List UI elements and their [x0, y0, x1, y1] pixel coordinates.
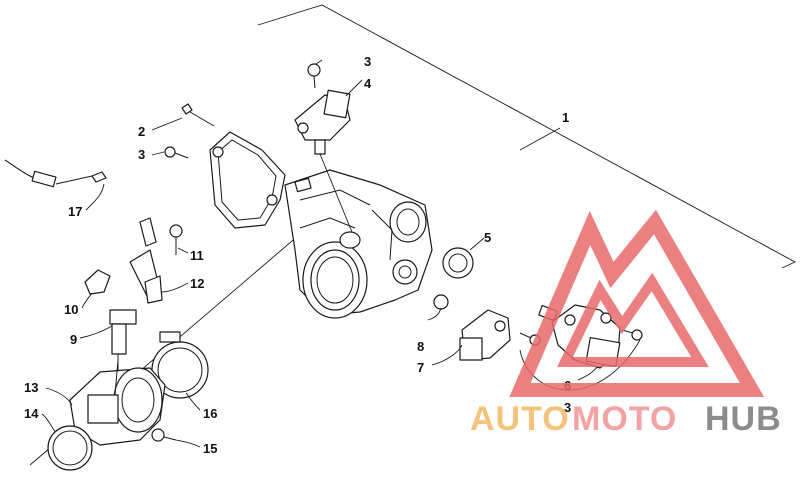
callout-5: 5	[484, 230, 491, 245]
callout-7: 7	[417, 360, 424, 375]
screw-3-left	[164, 146, 189, 159]
screw-15	[151, 428, 177, 442]
watermark-logo	[509, 209, 765, 397]
o-ring-14	[47, 425, 93, 471]
throttle-body-13	[69, 359, 166, 446]
screw-11	[169, 224, 183, 255]
wordmark-auto: AUTO	[470, 400, 570, 438]
callout-11: 11	[190, 248, 204, 263]
throttle-body	[284, 169, 433, 319]
wordmark-moto: MOTO	[572, 400, 677, 438]
callout-8: 8	[417, 339, 424, 354]
o-ring-5	[442, 247, 474, 279]
callout-16: 16	[203, 406, 217, 421]
wordmark-hub: HUB	[705, 400, 782, 438]
callout-3-top: 3	[364, 54, 371, 69]
callout-15: 15	[203, 441, 217, 456]
clamp-12	[144, 275, 163, 304]
callout-10: 10	[64, 302, 78, 317]
callout-17: 17	[68, 204, 82, 219]
callout-13: 13	[24, 380, 38, 395]
o-ring-8	[433, 294, 449, 310]
sensor-4	[294, 89, 353, 233]
callout-3-right: 3	[564, 400, 571, 415]
logo-triangle-inner	[557, 272, 709, 367]
gasket-cover	[209, 131, 286, 229]
logo-triangle-outer	[509, 209, 765, 397]
callout-3-left: 3	[138, 147, 145, 162]
sensor-7	[459, 309, 511, 361]
callout-14: 14	[24, 406, 39, 421]
clip-10	[84, 269, 111, 295]
callout-12: 12	[190, 276, 204, 291]
callout-2: 2	[138, 124, 145, 139]
throttle-cable	[4, 159, 107, 188]
watermark-wordmark: AUTO MOTO HUB	[470, 400, 782, 438]
callout-1: 1	[562, 110, 569, 125]
screw-3-top	[307, 63, 321, 89]
callout-4: 4	[364, 76, 372, 91]
bolt-2	[181, 103, 215, 127]
callout-9: 9	[70, 332, 77, 347]
